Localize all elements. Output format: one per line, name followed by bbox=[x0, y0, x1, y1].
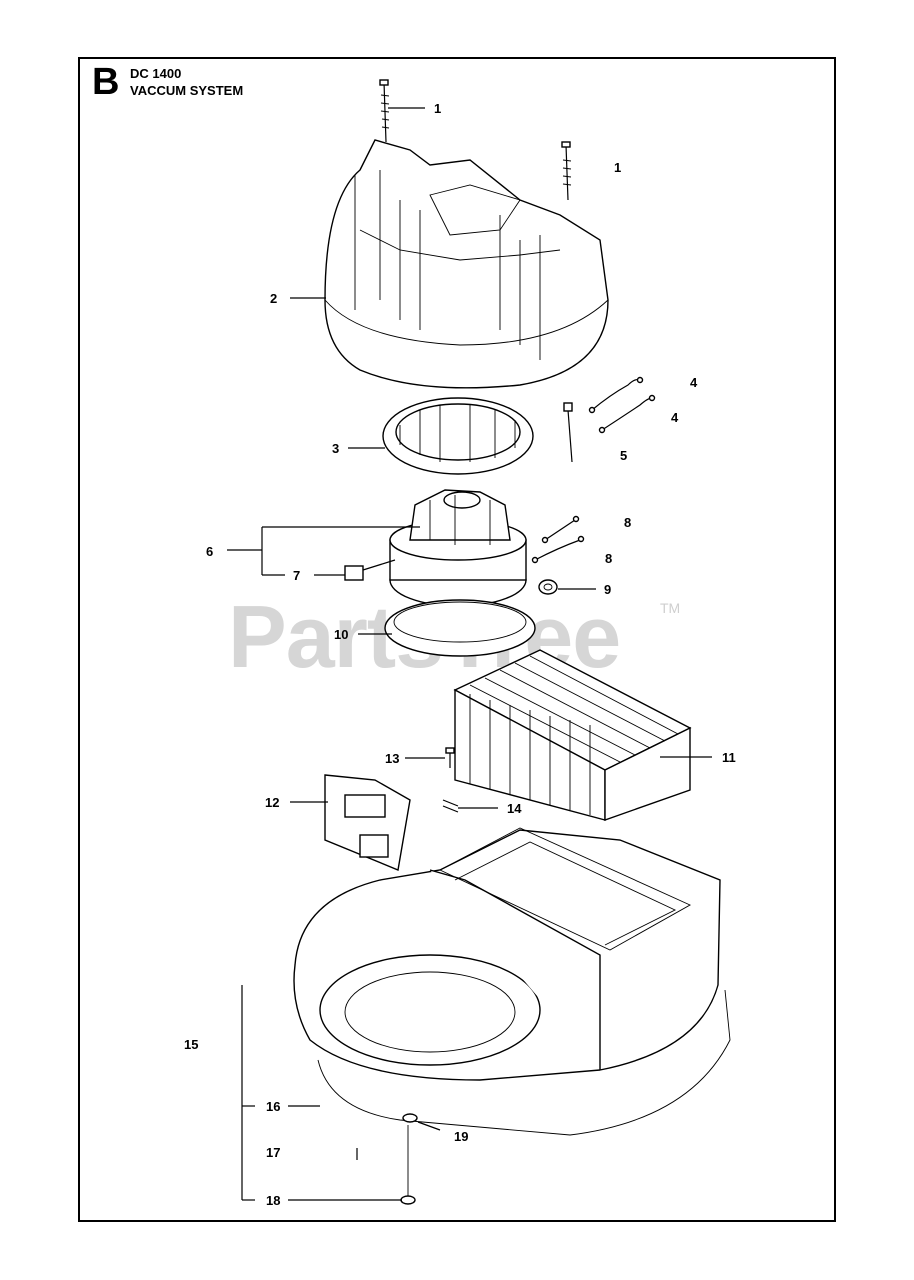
screw-part-1b[interactable] bbox=[561, 141, 572, 201]
wire-part-4a[interactable] bbox=[588, 376, 644, 414]
callout-1a: 1 bbox=[434, 101, 441, 116]
callout-10: 10 bbox=[334, 627, 348, 642]
top-cover-part-2[interactable] bbox=[324, 139, 609, 389]
foot-part-18[interactable] bbox=[400, 1125, 416, 1205]
wire-part-8b[interactable] bbox=[531, 535, 585, 564]
callout-5: 5 bbox=[620, 448, 627, 463]
connector-part-7[interactable] bbox=[344, 559, 396, 581]
callout-8a: 8 bbox=[624, 515, 631, 530]
section-letter: B bbox=[92, 61, 120, 103]
watermark-tm: TM bbox=[660, 600, 681, 616]
callout-15: 15 bbox=[184, 1037, 198, 1052]
base-housing-part-15[interactable] bbox=[293, 827, 721, 1081]
callout-7: 7 bbox=[293, 568, 300, 583]
callout-19: 19 bbox=[454, 1129, 468, 1144]
callout-14: 14 bbox=[507, 801, 522, 816]
model-name: DC 1400 bbox=[130, 66, 182, 81]
callout-9: 9 bbox=[604, 582, 611, 597]
screw-part-1a[interactable] bbox=[379, 79, 390, 143]
clip-part-14[interactable] bbox=[442, 799, 459, 813]
callout-13: 13 bbox=[385, 751, 399, 766]
callout-4a: 4 bbox=[690, 375, 698, 390]
wire-part-8a[interactable] bbox=[541, 515, 580, 544]
callout-17: 17 bbox=[266, 1145, 280, 1160]
circuit-board-part-12[interactable] bbox=[324, 774, 411, 871]
callout-8b: 8 bbox=[605, 551, 612, 566]
probe-part-5[interactable] bbox=[563, 402, 573, 463]
callout-11: 11 bbox=[722, 750, 736, 765]
system-name: VACCUM SYSTEM bbox=[130, 83, 244, 98]
gasket-part-16[interactable] bbox=[317, 989, 731, 1136]
callout-6: 6 bbox=[206, 544, 213, 559]
callout-3: 3 bbox=[332, 441, 339, 456]
callout-18: 18 bbox=[266, 1193, 280, 1208]
callout-4b: 4 bbox=[671, 410, 679, 425]
wire-part-4b[interactable] bbox=[598, 394, 656, 434]
grommet-part-9[interactable] bbox=[538, 579, 558, 595]
callout-16: 16 bbox=[266, 1099, 280, 1114]
ring-part-3[interactable] bbox=[382, 397, 534, 475]
callout-12: 12 bbox=[265, 795, 279, 810]
callout-1b: 1 bbox=[614, 160, 621, 175]
screw-part-13[interactable] bbox=[445, 747, 455, 768]
callout-2: 2 bbox=[270, 291, 277, 306]
foot-part-19[interactable] bbox=[402, 1113, 418, 1123]
gasket-part-10[interactable] bbox=[384, 599, 536, 657]
motor-part-6[interactable] bbox=[389, 489, 527, 607]
filter-part-11[interactable] bbox=[453, 649, 692, 821]
diagram-frame bbox=[78, 57, 836, 1222]
leader-lines bbox=[227, 107, 712, 1201]
